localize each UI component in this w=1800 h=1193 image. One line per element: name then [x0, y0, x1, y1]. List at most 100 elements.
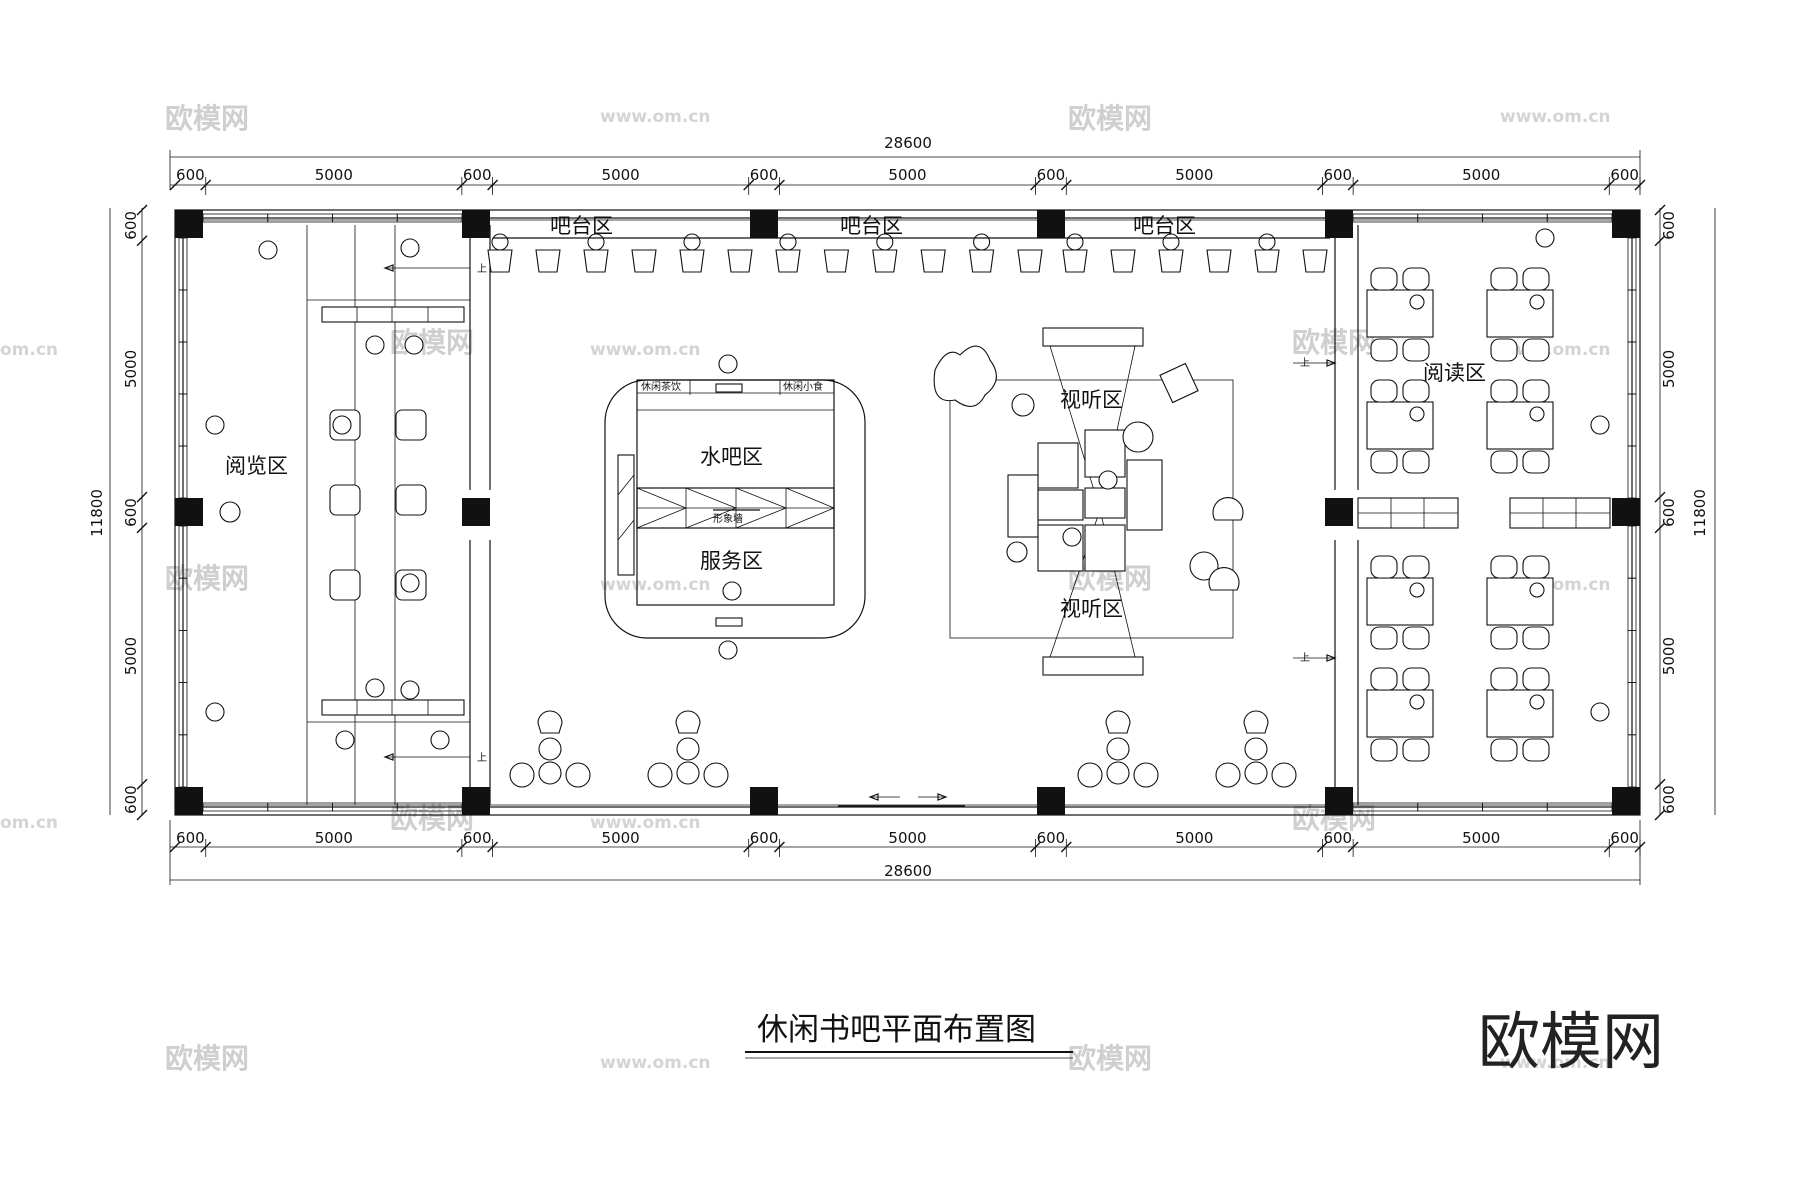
watermark-logo: 欧模网 [165, 562, 249, 595]
column [1037, 787, 1065, 815]
column [1037, 210, 1065, 238]
dim-right-label: 5000 [1660, 350, 1678, 388]
reading-chair [1402, 738, 1430, 762]
reading-person [1529, 294, 1545, 310]
bar-chair [1206, 249, 1232, 273]
reading-chair [1370, 667, 1398, 691]
round-chair [1215, 762, 1241, 788]
dim-bottom-label: 5000 [1462, 829, 1500, 847]
watermark-url: www.om.cn [590, 813, 701, 833]
reading-table [1486, 289, 1554, 338]
bar-chair [920, 249, 946, 273]
bar-person [491, 233, 509, 251]
stair-label-1: 上 [477, 263, 487, 275]
zone-label-browse: 阅览区 [225, 454, 288, 478]
round-table [1244, 737, 1268, 761]
reading-chair [1402, 667, 1430, 691]
stair-label-4: 上 [1300, 652, 1310, 664]
reading-person [1529, 694, 1545, 710]
round-chair [1271, 762, 1297, 788]
dim-bottom-label: 5000 [1175, 829, 1213, 847]
stair-label-2: 上 [477, 752, 487, 764]
drawing-title: 休闲书吧平面布置图 [757, 1012, 1036, 1048]
dim-bottom-tick [169, 841, 181, 853]
dim-top-label: 5000 [888, 166, 926, 184]
dim-top-label: 5000 [315, 166, 353, 184]
reading-chair [1402, 338, 1430, 362]
zone-label-bar-3: 吧台区 [1133, 214, 1196, 238]
bar-chair [1302, 249, 1328, 273]
watermark-url: www.om.cn [1500, 107, 1611, 127]
zone-label-av-1: 视听区 [1060, 388, 1123, 412]
watermark-logo: 欧模网 [1068, 102, 1152, 135]
reading-chair [1402, 555, 1430, 579]
bar-chair [823, 249, 850, 273]
dim-bottom-label: 5000 [315, 829, 353, 847]
reading-chair [1370, 555, 1398, 579]
dim-top-label: 5000 [1175, 166, 1213, 184]
structural-columns [175, 210, 1640, 815]
watermark-url: www.om.cn [1500, 1053, 1611, 1073]
column [462, 498, 490, 526]
bar-chair [487, 249, 513, 273]
dim-bottom-label: 600 [1610, 829, 1639, 847]
dim-top-label: 600 [1037, 166, 1066, 184]
dim-right-tick [1654, 235, 1666, 247]
reading-chair [1522, 450, 1550, 474]
column [175, 498, 203, 526]
dim-left-tick [136, 235, 148, 247]
reading-chair [1522, 626, 1550, 650]
watermark-logo: 欧模网 [1292, 326, 1376, 359]
reading-chair [1370, 450, 1398, 474]
round-chair [537, 710, 563, 734]
round-table [538, 737, 562, 761]
reading-chair [1402, 626, 1430, 650]
dim-top-tick [169, 179, 181, 191]
watermark-url: www.om.cn [600, 575, 711, 595]
zone-label-reading: 阅读区 [1423, 361, 1486, 385]
dim-right-tick [1654, 778, 1666, 790]
bar-person [779, 233, 797, 251]
watermark-domain: om.cn [0, 813, 58, 833]
reading-chair [1402, 379, 1430, 403]
round-table [1106, 761, 1130, 785]
reading-table [1366, 401, 1434, 450]
dim-right-label: 5000 [1660, 637, 1678, 675]
reading-chair [1370, 738, 1398, 762]
reading-table [1366, 289, 1434, 338]
column [1612, 210, 1640, 238]
bar-person [683, 233, 701, 251]
reading-tables [1366, 267, 1554, 762]
dim-left-tick [136, 491, 148, 503]
dim-left-tick [136, 809, 148, 821]
watermark-logo: 欧模网 [1068, 1042, 1152, 1075]
bar-chair [1017, 249, 1043, 273]
reading-table [1486, 577, 1554, 626]
dim-overall-bottom: 28600 [884, 862, 932, 880]
reading-chair [1402, 450, 1430, 474]
column [750, 787, 778, 815]
dim-top-label: 600 [463, 166, 492, 184]
watermark-url: www.om.cn [600, 107, 711, 127]
dimension-lines [109, 150, 1716, 885]
bar-chair [968, 249, 995, 273]
dim-left-label: 5000 [122, 637, 140, 675]
column [1612, 498, 1640, 526]
column [462, 210, 490, 238]
reading-table [1486, 689, 1554, 738]
reading-person [1409, 694, 1425, 710]
round-chair [1133, 762, 1159, 788]
watermark-domain: om.cn [0, 340, 58, 360]
reading-chair [1402, 267, 1430, 291]
bar-chair [727, 249, 753, 273]
column [1325, 498, 1353, 526]
column [1325, 210, 1353, 238]
reading-table [1366, 577, 1434, 626]
dim-overall-top: 28600 [884, 134, 932, 152]
round-chair [675, 710, 701, 734]
column [175, 210, 203, 238]
